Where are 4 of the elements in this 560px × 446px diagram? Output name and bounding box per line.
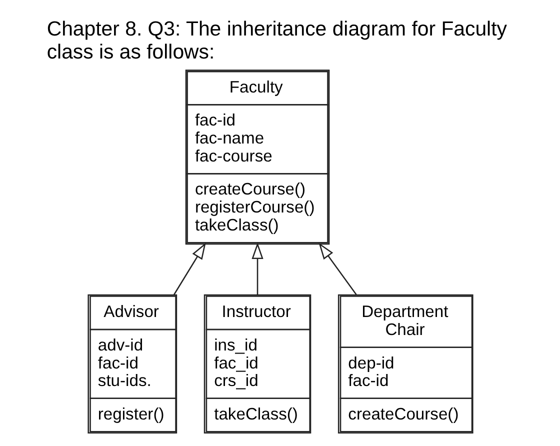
arrow bbox=[251, 242, 263, 294]
diagram-title: Chapter 8. Q3: The inheritance diagram for Faculty class is as follows: bbox=[46, 18, 506, 64]
arrow bbox=[318, 242, 356, 295]
arrow bbox=[173, 242, 206, 294]
